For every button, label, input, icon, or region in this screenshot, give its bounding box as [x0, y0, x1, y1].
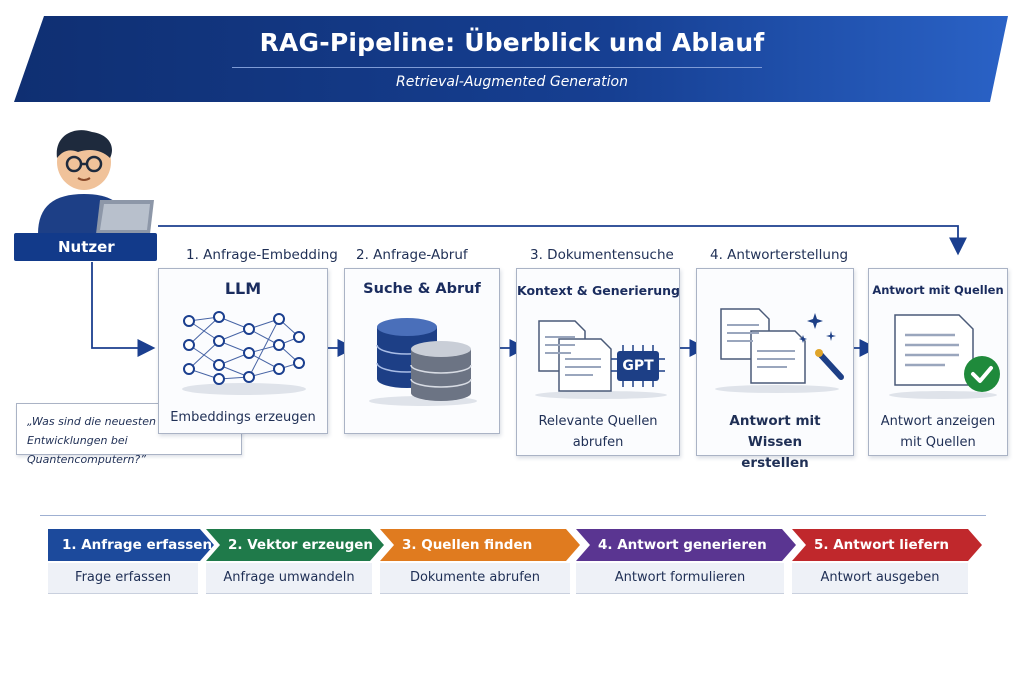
step-label-3: 3. Quellen finden — [402, 537, 533, 553]
stage-caption-context: Relevante Quellen abrufen — [538, 414, 658, 450]
step-arrow-2 — [206, 529, 384, 561]
neural-network-icon — [182, 311, 306, 395]
page-title: RAG-Pipeline: Überblick und Ablauf — [259, 28, 765, 57]
stage-box-context: Kontext & Generierung GPT Relevante Quel… — [516, 268, 680, 456]
step-arrow-5 — [792, 529, 982, 561]
stage-box-search: Suche & Abruf — [344, 268, 500, 434]
step-label-2: 2. Vektor erzeugen — [228, 537, 374, 553]
title-divider — [232, 67, 762, 68]
stage-title-search: Suche & Abruf — [363, 281, 481, 297]
step-desc-5: Antwort ausgeben — [792, 563, 968, 594]
database-icon — [369, 318, 477, 406]
step-desc-1: Frage erfassen — [48, 563, 198, 594]
user-avatar-icon — [38, 130, 154, 234]
page-subtitle: Retrieval-Augmented Generation — [396, 74, 628, 90]
stage-label-3: 3. Dokumentensuche — [530, 247, 674, 263]
header-banner — [14, 16, 1008, 102]
stage-caption-answer: Antwort mit Wissen erstellen — [729, 413, 821, 471]
stage-box-llm: LLM Embeddings erzeugen — [158, 268, 328, 434]
steps-divider — [40, 515, 986, 516]
step-desc-3: Dokumente abrufen — [380, 563, 570, 594]
gpt-badge: GPT — [622, 358, 654, 374]
documents-sparkle-icon — [715, 308, 844, 393]
checkmark-icon — [964, 356, 1000, 392]
step-arrow-4 — [576, 529, 796, 561]
stage-box-answer: Antwort mit Wissen erstellen — [696, 268, 854, 471]
stage-label-2: 2. Anfrage-Abruf — [356, 247, 468, 263]
stage-title-llm: LLM — [224, 279, 262, 298]
user-badge: Nutzer — [14, 233, 157, 261]
step-arrow-3 — [380, 529, 580, 561]
stage-label-4: 4. Antworterstellung — [710, 247, 849, 263]
step-desc-2: Anfrage umwandeln — [206, 563, 372, 594]
stage-caption-llm: Embeddings erzeugen — [170, 410, 316, 425]
stage-title-context: Kontext & Generierung — [517, 283, 681, 298]
stage-caption-result: Antwort anzeigen mit Quellen — [880, 414, 996, 450]
step-label-4: 4. Antwort generieren — [598, 537, 767, 553]
result-document-icon — [889, 314, 997, 399]
stage-box-result: Antwort mit Quellen Antwort anzeigen mit… — [868, 268, 1008, 456]
step-label-5: 5. Antwort liefern — [814, 537, 949, 553]
stage-label-1: 1. Anfrage-Embedding — [186, 247, 338, 263]
documents-gpt-icon — [535, 320, 667, 399]
step-label-1: 1. Anfrage erfassen — [62, 537, 213, 553]
stage-title-result: Antwort mit Quellen — [872, 283, 1004, 297]
step-desc-4: Antwort formulieren — [576, 563, 784, 594]
step-arrow-1 — [48, 529, 214, 561]
